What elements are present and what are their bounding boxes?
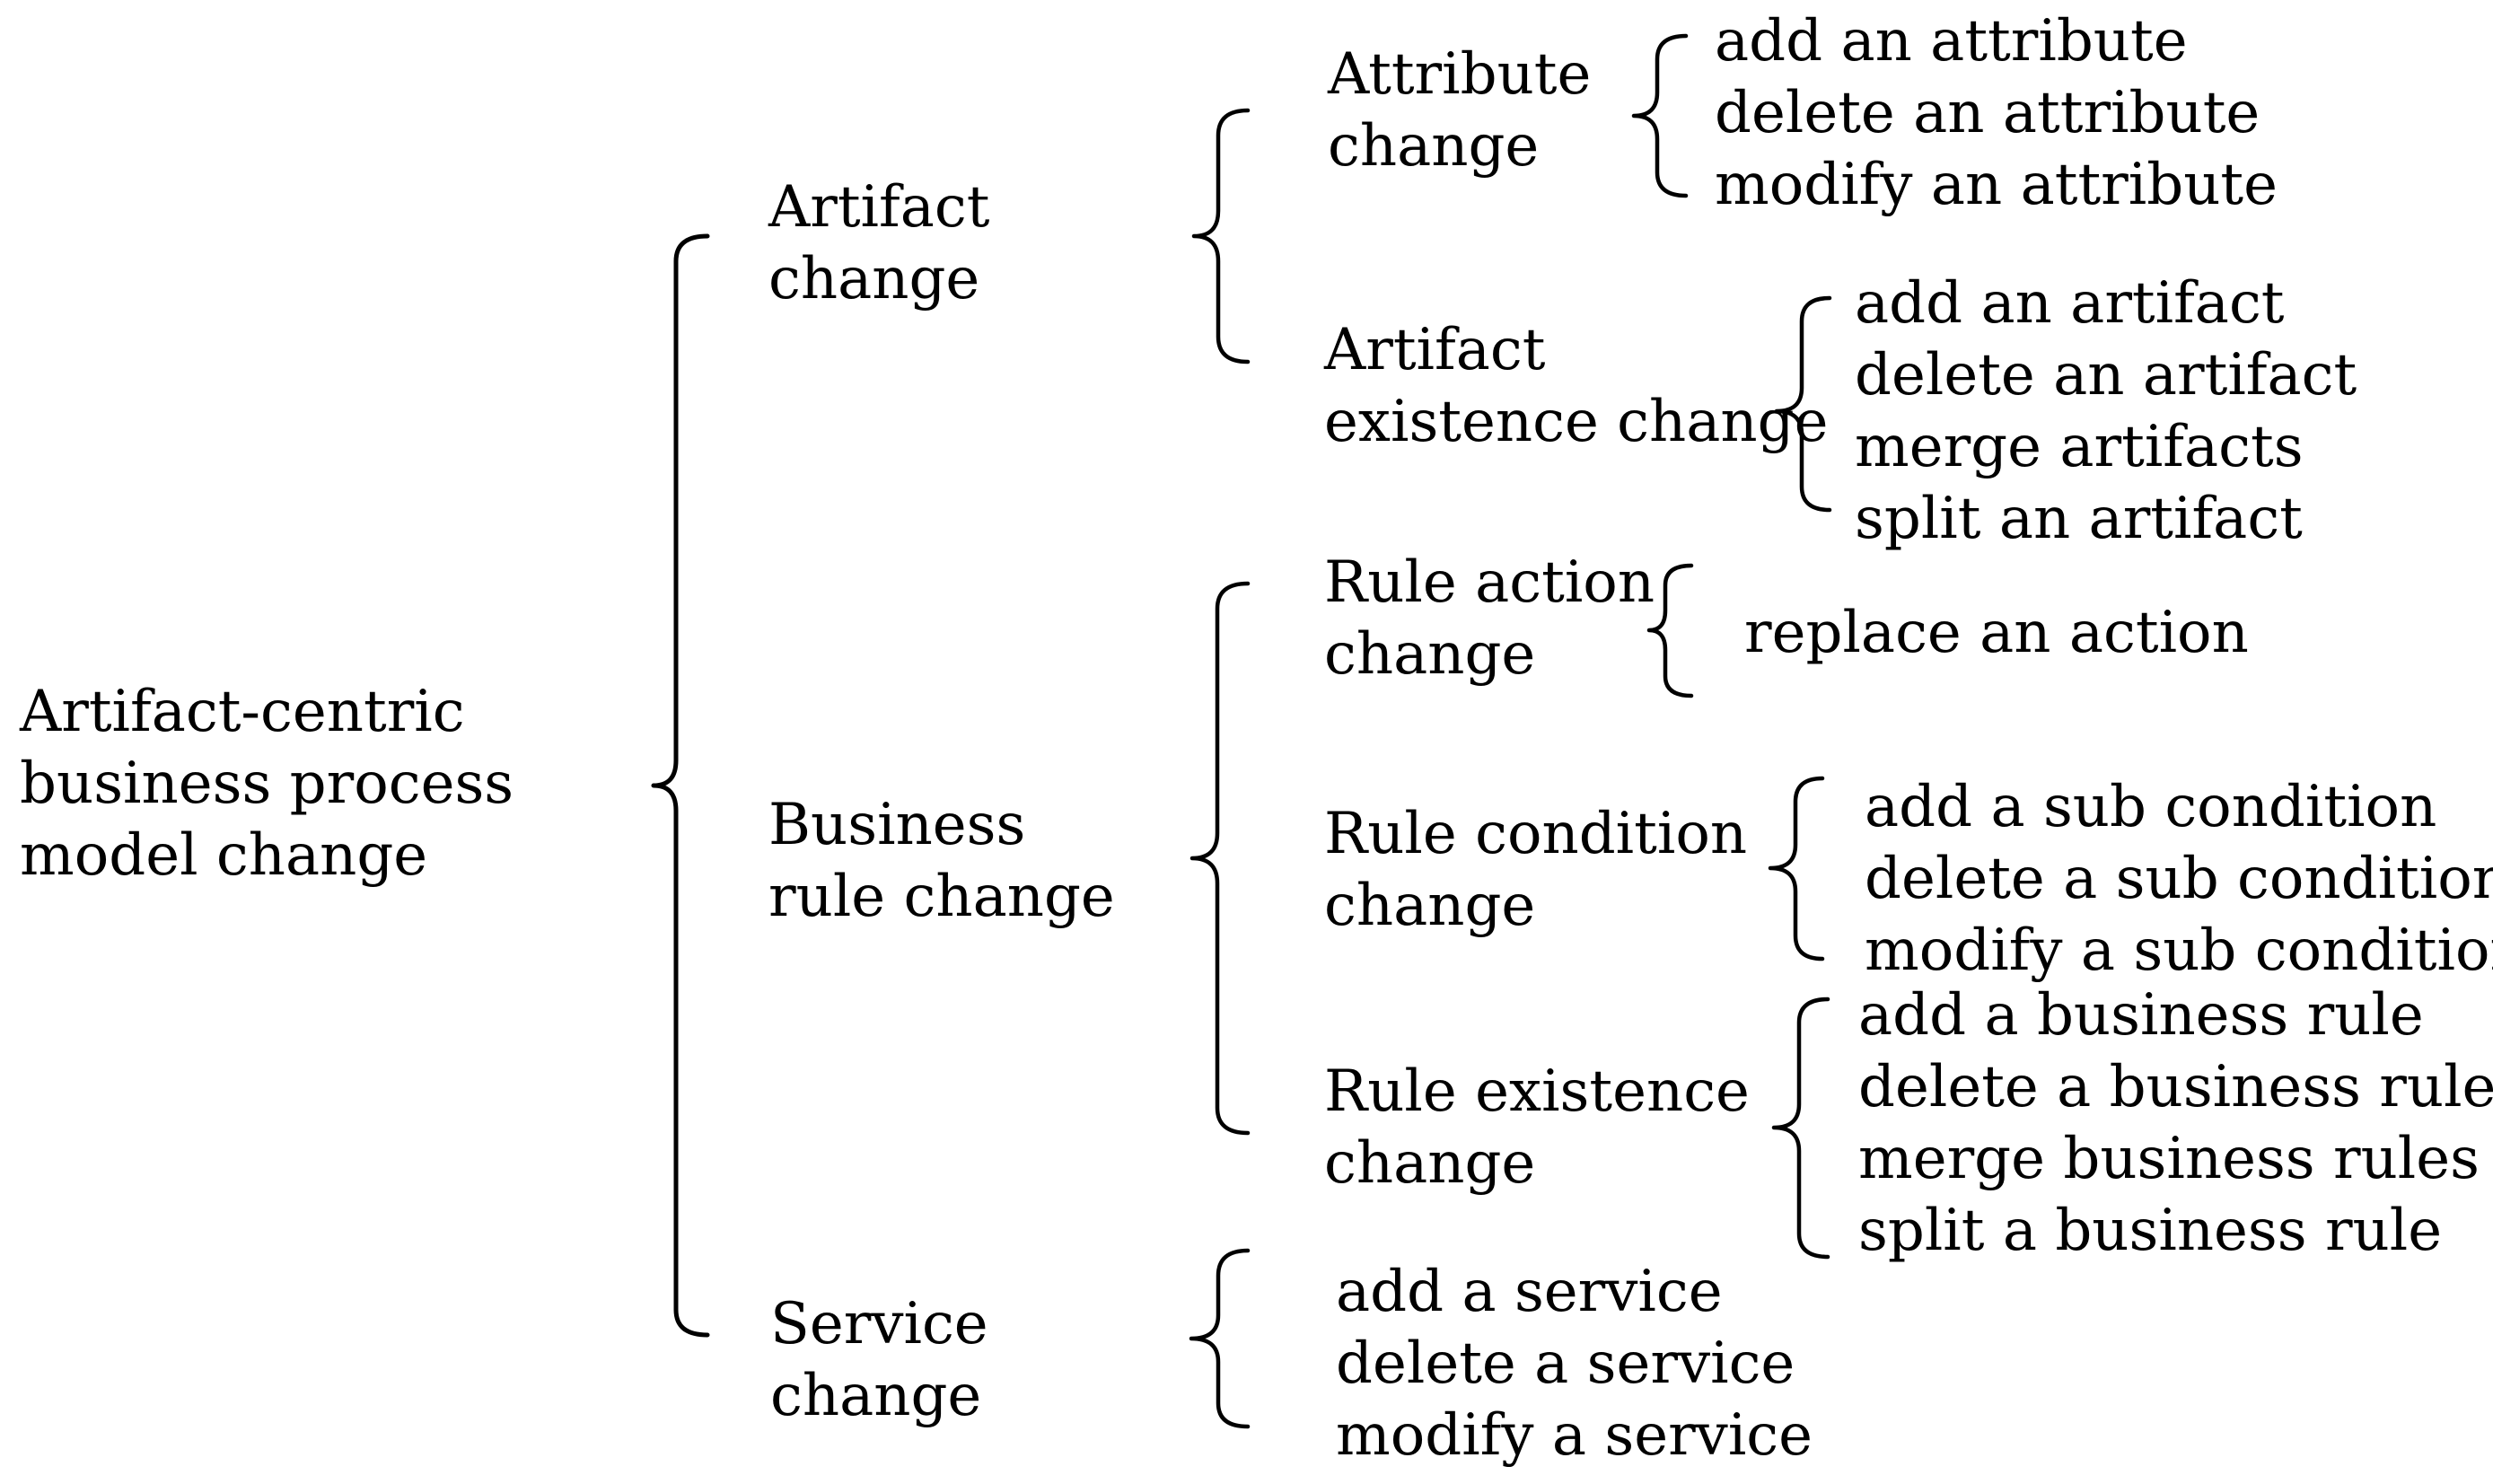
label-line: change (770, 1363, 982, 1429)
label-line: change (1324, 621, 1536, 688)
leaf-item: delete an attribute (1715, 80, 2260, 146)
artifact-change-label: Artifact change (768, 171, 989, 315)
leaf-item: modify a sub condition (1865, 918, 2493, 984)
label-line: Service (770, 1291, 988, 1357)
leaf-item: split a business rule (1858, 1198, 2443, 1264)
leaf-item: add a service (1336, 1259, 1723, 1325)
artifact-existence-change-leaves: add an artifact delete an artifact merge… (1855, 268, 2357, 555)
label-line: Rule condition (1324, 801, 1748, 867)
label-line: Artifact (1324, 317, 1546, 383)
leaf-item: add a sub condition (1865, 774, 2437, 840)
label-line: Rule action (1324, 549, 1655, 616)
rule-existence-change-leaves: add a business rule delete a business ru… (1858, 979, 2493, 1267)
leaf-item: delete a sub condition (1865, 846, 2493, 912)
service-change-leaves: add a service delete a service modify a … (1336, 1256, 1813, 1471)
leaf-item: delete a service (1336, 1330, 1795, 1397)
leaf-item: add a business rule (1858, 982, 2424, 1049)
label-line: change (768, 246, 980, 312)
rule-existence-change-label: Rule existence change (1324, 1056, 1750, 1199)
label-line: change (1324, 873, 1536, 939)
service-change-label: Service change (770, 1288, 988, 1432)
leaf-item: merge business rules (1858, 1126, 2480, 1192)
label-line: change (1324, 1130, 1536, 1197)
rule-condition-change-label: Rule condition change (1324, 798, 1747, 942)
artifact-existence-change-label: Artifact existence change (1324, 314, 1828, 458)
leaf-item: delete a business rule (1858, 1054, 2493, 1120)
attribute-change-label: Attribute change (1328, 39, 1591, 182)
leaf-item: replace an action (1744, 600, 2249, 666)
label-line: Attribute (1328, 41, 1592, 108)
label-line: existence change (1324, 389, 1829, 455)
label-line: Artifact (768, 174, 990, 241)
label-line: business process (20, 751, 514, 817)
leaf-item: add an artifact (1855, 270, 2285, 337)
leaf-item: split an artifact (1855, 486, 2303, 552)
rule-condition-change-leaves: add a sub condition delete a sub conditi… (1865, 771, 2493, 987)
root-label: Artifact-centric business process model … (20, 676, 514, 891)
rule-action-change-brace (1646, 563, 1694, 698)
rule-existence-change-brace (1771, 997, 1830, 1260)
leaf-item: merge artifacts (1855, 414, 2304, 480)
leaf-item: modify a service (1336, 1402, 1813, 1469)
business-rule-change-label: Business rule change (768, 789, 1115, 933)
label-line: change (1328, 113, 1540, 180)
rule-action-change-leaves: replace an action (1744, 597, 2249, 669)
attribute-change-leaves: add an attribute delete an attribute mod… (1715, 5, 2278, 221)
label-line: Rule existence (1324, 1058, 1750, 1125)
artifact-change-brace (1191, 108, 1251, 364)
business-rule-change-brace (1189, 581, 1251, 1136)
label-line: Business (768, 792, 1026, 858)
label-line: rule change (768, 864, 1115, 930)
root-brace (651, 233, 710, 1338)
leaf-item: modify an attribute (1715, 152, 2278, 218)
label-line: Artifact-centric (20, 679, 465, 745)
leaf-item: add an attribute (1715, 8, 2188, 75)
service-change-brace (1189, 1248, 1251, 1429)
rule-condition-change-brace (1768, 776, 1825, 962)
rule-action-change-label: Rule action change (1324, 547, 1655, 690)
label-line: model change (20, 822, 428, 889)
leaf-item: delete an artifact (1855, 342, 2357, 408)
artifact-existence-change-brace (1774, 295, 1832, 513)
attribute-change-brace (1631, 33, 1689, 198)
